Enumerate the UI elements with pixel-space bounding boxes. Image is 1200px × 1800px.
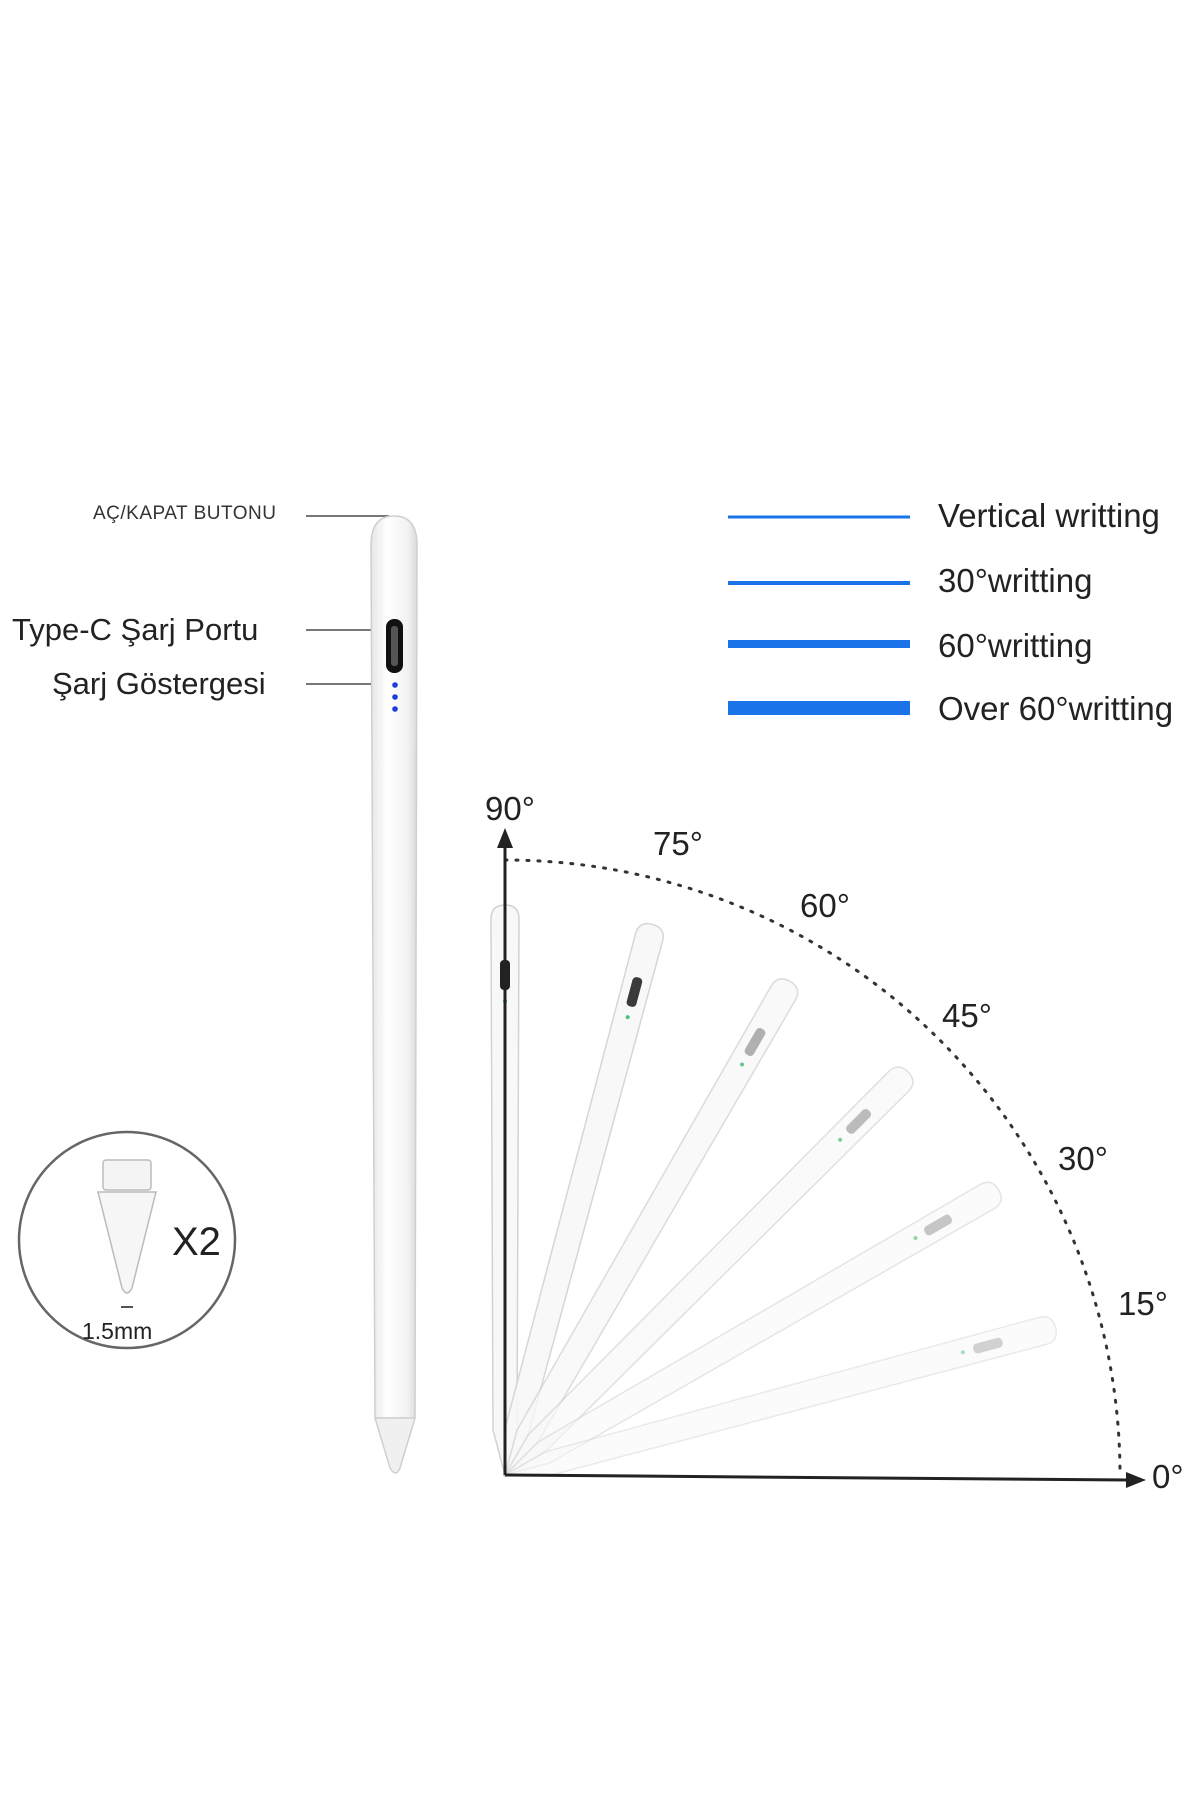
power-button-label: AÇ/KAPAT BUTONU [93,503,277,524]
tilt-stylus-body [502,1316,1058,1476]
legend-lines [728,515,910,715]
tilt-stylus-indicator [838,1137,843,1142]
tilt-stylus-port [626,977,643,1007]
tilt-stylus-75 [504,922,664,1478]
main-stylus [370,515,418,1474]
angle-label-60: 60° [800,887,850,924]
angle-label-30: 30° [1058,1140,1108,1177]
legend-label-60: 60°writting [938,627,1093,664]
tilt-stylus-group [490,904,1058,1478]
charge-indicator-label: Şarj Göstergesi [52,666,266,701]
angle-label-45: 45° [942,997,992,1034]
tilt-stylus-indicator [740,1062,744,1067]
angle-label-75: 75° [653,825,703,862]
tilt-stylus-45 [502,1066,914,1478]
tilt-stylus-body [503,978,799,1478]
legend-label-30: 30°writting [938,562,1093,599]
legend-label-vertical: Vertical writting [938,497,1160,534]
tilt-stylus-30 [502,1181,1002,1477]
tilt-stylus-60 [503,978,799,1478]
horizontal-axis-arrow-icon [1126,1472,1146,1488]
angle-arc [503,858,1122,1477]
tilt-stylus-indicator [913,1236,918,1240]
tilt-stylus-indicator [960,1350,965,1355]
indicator-dot-1 [392,682,398,688]
replacement-tip-count: X2 [172,1220,221,1264]
replacement-tip-size: 1.5mm [82,1318,153,1344]
usb-c-port-inner [391,626,398,666]
main-stylus-body [370,515,418,1419]
vertical-axis-arrow-icon [497,828,513,848]
tilt-stylus-15 [502,1316,1058,1476]
replacement-tip-badge [17,1130,237,1350]
legend-label-over-60: Over 60°writting [938,690,1174,727]
angle-label-0: 0° [1152,1458,1184,1495]
tilt-stylus-port [973,1337,1003,1354]
tilt-stylus-indicator [625,1015,630,1020]
tilt-stylus-port [744,1027,766,1057]
angle-label-15: 15° [1118,1285,1168,1322]
tilt-stylus-port [923,1214,953,1236]
indicator-dot-2 [392,694,398,700]
tilt-stylus-body [502,1181,1002,1477]
main-stylus-tip [373,1417,417,1474]
tilt-stylus-body [504,922,664,1478]
replacement-tip-cone [97,1191,157,1294]
tilt-stylus-port [846,1108,872,1134]
horizontal-axis [504,1473,1129,1482]
tilt-stylus-body [502,1066,914,1478]
charge-port-label: Type-C Şarj Portu [12,612,259,647]
angle-label-90: 90° [485,790,535,827]
indicator-dot-3 [392,706,398,712]
replacement-tip-collar [102,1159,152,1191]
